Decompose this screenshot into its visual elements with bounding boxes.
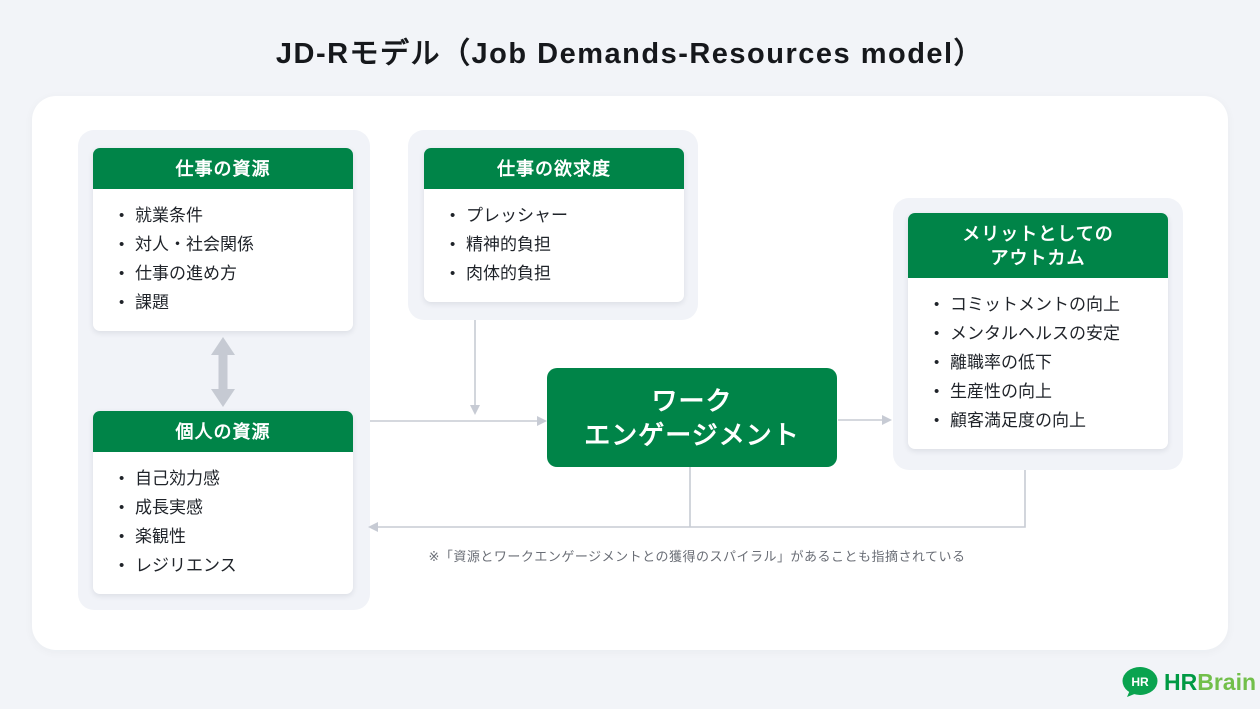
svg-text:HR: HR — [1131, 675, 1149, 689]
list-item: 肉体的負担 — [450, 259, 674, 288]
box-personal-resources: 個人の資源 自己効力感 成長実感 楽観性 レジリエンス — [93, 411, 353, 594]
list-item: 自己効力感 — [119, 464, 343, 493]
list-item: 課題 — [119, 288, 343, 317]
list-item: コミットメントの向上 — [934, 290, 1158, 319]
box-outcomes-title: メリットとしてのアウトカム — [908, 213, 1168, 278]
list-item: 仕事の進め方 — [119, 259, 343, 288]
hrbrain-logo: HR HRBrain — [1120, 664, 1256, 700]
list-item: 精神的負担 — [450, 230, 674, 259]
box-personal-resources-list: 自己効力感 成長実感 楽観性 レジリエンス — [93, 452, 353, 594]
box-job-demands-list: プレッシャー 精神的負担 肉体的負担 — [424, 189, 684, 302]
box-work-engagement-title: ワークエンゲージメント — [584, 384, 799, 452]
footnote: ※「資源とワークエンゲージメントとの獲得のスパイラル」があることも指摘されている — [428, 549, 966, 564]
list-item: 成長実感 — [119, 493, 343, 522]
box-job-demands-title: 仕事の欲求度 — [424, 148, 684, 189]
list-item: 楽観性 — [119, 522, 343, 551]
page-title: JD-Rモデル（Job Demands-Resources model） — [275, 38, 985, 70]
box-work-engagement: ワークエンゲージメント — [547, 368, 837, 467]
list-item: レジリエンス — [119, 551, 343, 580]
work-engagement-line1: ワーク — [651, 385, 733, 416]
box-outcomes-title-line1: メリットとしての — [962, 224, 1114, 244]
logo-text-hr: HR — [1164, 669, 1198, 695]
list-item: 生産性の向上 — [934, 377, 1158, 406]
box-outcomes-title-line2: アウトカム — [990, 248, 1086, 268]
work-engagement-line2: エンゲージメント — [584, 419, 800, 450]
list-item: プレッシャー — [450, 201, 674, 230]
box-outcomes-list: コミットメントの向上 メンタルヘルスの安定 離職率の低下 生産性の向上 顧客満足… — [908, 278, 1168, 449]
hrbrain-bubble-icon: HR — [1122, 667, 1158, 697]
box-personal-resources-title: 個人の資源 — [93, 411, 353, 452]
list-item: 就業条件 — [119, 201, 343, 230]
box-job-resources-title: 仕事の資源 — [93, 148, 353, 189]
list-item: 対人・社会関係 — [119, 230, 343, 259]
box-job-resources-list: 就業条件 対人・社会関係 仕事の進め方 課題 — [93, 189, 353, 331]
logo-text-brain: Brain — [1197, 669, 1257, 695]
hrbrain-wordmark: HRBrain — [1164, 666, 1256, 698]
list-item: 離職率の低下 — [934, 348, 1158, 377]
list-item: 顧客満足度の向上 — [934, 406, 1158, 435]
box-job-resources: 仕事の資源 就業条件 対人・社会関係 仕事の進め方 課題 — [93, 148, 353, 331]
list-item: メンタルヘルスの安定 — [934, 319, 1158, 348]
box-job-demands: 仕事の欲求度 プレッシャー 精神的負担 肉体的負担 — [424, 148, 684, 302]
